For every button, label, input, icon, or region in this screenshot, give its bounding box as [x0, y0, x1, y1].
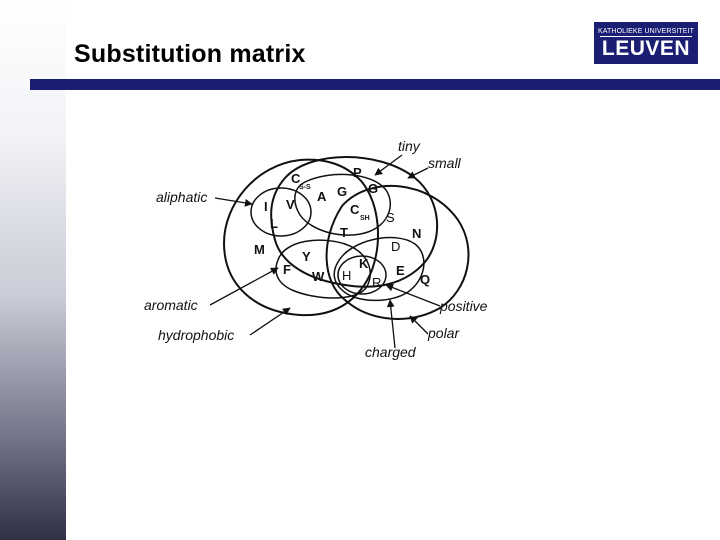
aa-C-sh-subscript: SH	[360, 215, 370, 222]
label-hydrophobic: hydrophobic	[158, 327, 234, 343]
aa-D: D	[391, 239, 400, 254]
aromatic-set	[275, 239, 371, 299]
aa-A: A	[317, 189, 327, 204]
aa-K: K	[359, 256, 369, 271]
aa-C-ss: C	[291, 171, 301, 186]
aa-I: I	[264, 199, 268, 214]
small-set	[270, 156, 439, 288]
logo-line1: KATHOLIEKE UNIVERSITEIT	[598, 28, 694, 35]
aa-S: S	[386, 210, 395, 225]
label-aromatic: aromatic	[144, 297, 198, 313]
arrow-tiny	[374, 154, 403, 176]
arrow-aromatic	[209, 267, 279, 306]
slide-title: Substitution matrix	[74, 40, 306, 68]
charged-set	[333, 236, 425, 302]
aa-C-ss-subscript: S-S	[299, 184, 311, 191]
aa-H: H	[342, 268, 351, 283]
title-rule	[30, 79, 720, 90]
aa-Y: Y	[302, 249, 311, 264]
side-gradient-bar	[0, 0, 66, 540]
logo-divider	[600, 36, 692, 37]
logo-line2: LEUVEN	[601, 37, 691, 60]
label-aliphatic: aliphatic	[156, 189, 207, 205]
aa-C-sh: C	[350, 202, 360, 217]
arrow-charged	[386, 299, 396, 349]
aa-Q: Q	[420, 272, 430, 287]
aa-G-inner: G	[337, 184, 347, 199]
label-tiny: tiny	[398, 138, 421, 154]
aliphatic-set	[250, 187, 312, 237]
arrow-positive	[385, 283, 441, 307]
label-polar: polar	[427, 325, 460, 341]
aa-W: W	[312, 269, 325, 284]
aa-R: R	[372, 275, 381, 290]
positive-set	[337, 255, 387, 295]
aa-N: N	[412, 226, 421, 241]
aa-V: V	[286, 197, 295, 212]
label-charged: charged	[365, 344, 417, 360]
aa-G-outer: G	[368, 181, 378, 196]
arrow-small	[407, 167, 429, 179]
polar-set	[325, 184, 470, 320]
hydrophobic-set	[222, 158, 379, 317]
aa-F: F	[283, 262, 291, 277]
label-small: small	[428, 155, 462, 171]
university-logo: KATHOLIEKE UNIVERSITEIT LEUVEN	[594, 22, 698, 64]
aa-P: P	[353, 165, 362, 180]
arrow-polar	[409, 315, 429, 335]
aa-L: L	[270, 216, 278, 231]
aa-M: M	[254, 242, 265, 257]
arrow-aliphatic	[214, 197, 253, 207]
aa-T: T	[340, 225, 348, 240]
label-positive: positive	[439, 298, 488, 314]
aa-E: E	[396, 263, 405, 278]
arrow-hydrophobic	[249, 307, 291, 336]
tiny-set	[294, 173, 391, 236]
